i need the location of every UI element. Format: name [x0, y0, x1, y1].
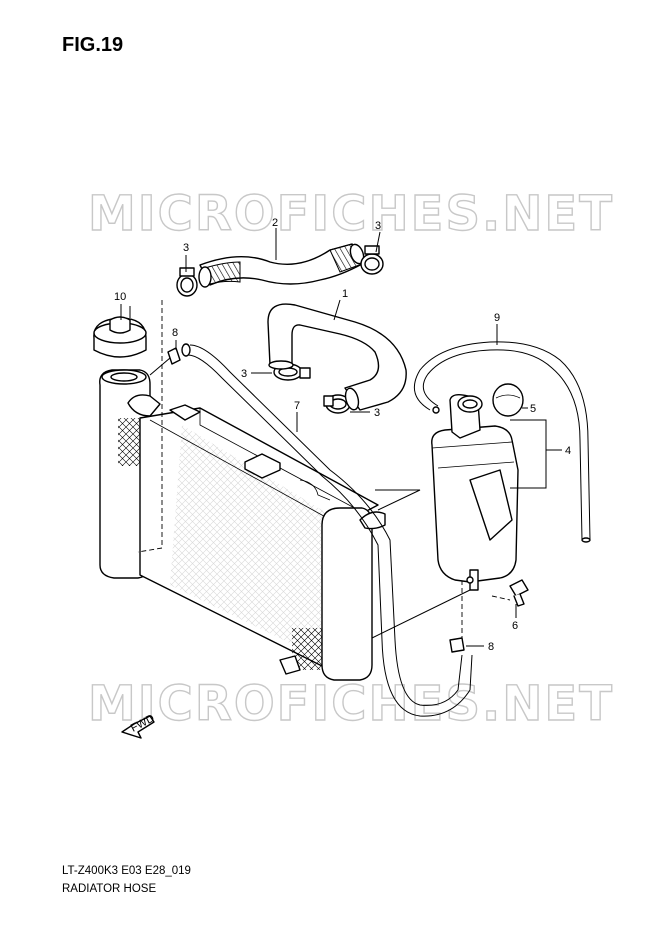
figure-title: FIG.19 — [62, 34, 124, 56]
callout-8: 8 — [172, 327, 178, 339]
callout-6: 6 — [512, 620, 518, 632]
hose-2 — [198, 243, 365, 288]
hose-9 — [413, 341, 591, 543]
leader-lines — [120, 228, 562, 647]
watermark-top: MICROFICHES.NET — [87, 185, 614, 242]
clamp — [360, 245, 384, 275]
callout-8: 8 — [488, 641, 494, 653]
reservoir-tank — [431, 393, 519, 591]
callout-1: 1 — [342, 288, 348, 300]
clip — [149, 347, 181, 376]
callout-5: 5 — [530, 403, 536, 415]
direction-arrow-label: FWD — [129, 712, 157, 734]
hose-7 — [181, 343, 473, 717]
reservoir-cap — [492, 383, 524, 417]
callout-3: 3 — [374, 407, 380, 419]
diagram-title: RADIATOR HOSE — [62, 883, 157, 895]
clamp — [176, 267, 198, 297]
watermark-bottom: MICROFICHES.NET — [87, 675, 614, 732]
hose-1 — [267, 303, 407, 411]
callout-2: 2 — [272, 217, 278, 229]
callout-7: 7 — [294, 400, 300, 412]
clip — [449, 580, 465, 653]
callout-9: 9 — [494, 312, 500, 324]
model-code: LT-Z400K3 E03 E28_019 — [62, 865, 191, 877]
callout-labels: 1 2 3 3 3 3 4 5 6 7 8 8 9 10 — [114, 217, 571, 653]
callout-10: 10 — [114, 291, 126, 303]
callout-4: 4 — [565, 445, 571, 457]
callout-3: 3 — [241, 368, 247, 380]
bolt — [491, 579, 529, 607]
radiator — [99, 369, 386, 681]
callout-3: 3 — [375, 220, 381, 232]
direction-arrow: FWD — [121, 712, 157, 739]
callout-3: 3 — [183, 242, 189, 254]
radiator-cap — [93, 300, 163, 420]
